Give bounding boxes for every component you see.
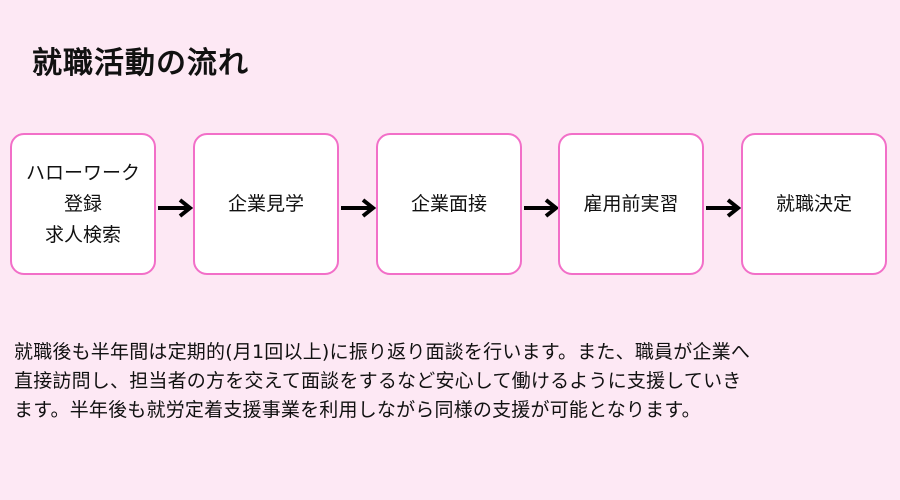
step-employment-decided: 就職決定 [741, 133, 887, 275]
step-hellowork: ハローワーク 登録 求人検索 [10, 133, 156, 275]
page-title: 就職活動の流れ [32, 46, 249, 81]
description-line: ます。半年後も就労定着支援事業を利用しながら同様の支援が可能となります。 [14, 399, 701, 421]
step-pre-employment-training-label: 雇用前実習 [583, 192, 679, 215]
step-company-visit: 企業見学 [193, 133, 339, 275]
process-flow: ハローワーク 登録 求人検索 企業見学 企業面接 雇用前実習 就職決定 [10, 133, 887, 275]
arrow-icon [524, 198, 560, 218]
step-pre-employment-training: 雇用前実習 [558, 133, 704, 275]
arrow-icon [706, 198, 742, 218]
description-text: 就職後も半年間は定期的(月1回以上)に振り返り面談を行います。また、職員が企業へ… [14, 338, 890, 425]
step-interview-label: 企業面接 [410, 192, 487, 215]
description-line: 就職後も半年間は定期的(月1回以上)に振り返り面談を行います。また、職員が企業へ [14, 341, 751, 363]
step-hellowork-line-1: ハローワーク [25, 161, 140, 184]
step-company-visit-label: 企業見学 [227, 192, 304, 215]
description-line: 直接訪問し、担当者の方を交えて面談をするなど安心して働けるように支援していき [14, 370, 742, 392]
step-employment-decided-label: 就職決定 [775, 192, 852, 215]
step-hellowork-line-2: 登録 [63, 192, 102, 215]
step-hellowork-line-3: 求人検索 [44, 223, 121, 246]
arrow-icon [158, 198, 194, 218]
arrow-icon [341, 198, 377, 218]
step-interview: 企業面接 [376, 133, 522, 275]
